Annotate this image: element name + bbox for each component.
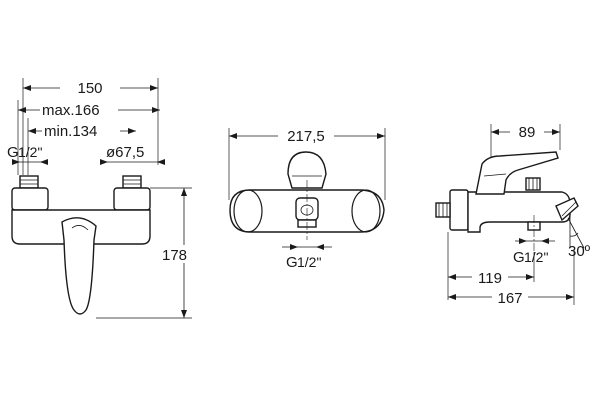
dim-width-217: 217,5: [228, 126, 386, 200]
dim-label-angle: 30º: [568, 243, 591, 260]
left-connectors: [11, 175, 151, 211]
dim-total-167: 167: [448, 250, 575, 307]
dim-diameter: ø67,5: [100, 144, 165, 165]
dim-inner-119: 119: [447, 232, 535, 300]
dim-label-front-width: 217,5: [287, 128, 325, 145]
left-lever: [61, 217, 97, 315]
dim-label-thread-front: G: [286, 254, 298, 271]
dim-label-max: max.166: [42, 102, 100, 119]
dim-label-thread-frac-left: 1/2": [18, 144, 42, 160]
dim-label-height: 178: [162, 247, 187, 264]
dim-label-inner: 119: [478, 270, 502, 287]
dim-thread-front: G 1/2": [282, 244, 332, 271]
dim-label-thread-frac-side: 1/2": [524, 249, 548, 265]
dim-height-178: 178: [96, 187, 194, 319]
side-lever: [475, 151, 559, 195]
dim-thread-left: G 1/2": [7, 144, 48, 165]
side-body: [467, 191, 571, 233]
dim-label-min: min.134: [44, 123, 97, 140]
dim-angle: 30º: [567, 215, 591, 260]
dim-width-150: 150: [22, 78, 159, 175]
dim-label-total: 167: [497, 290, 522, 307]
side-view: 89 G 1/2": [435, 122, 591, 307]
dim-label-thread-left: G: [7, 144, 19, 161]
dim-label-diameter: ø67,5: [106, 144, 144, 161]
dim-label-width: 150: [77, 80, 102, 97]
front-view: 217,5 G 1/2": [228, 126, 386, 271]
dim-thread-side: G 1/2": [513, 238, 555, 266]
dim-label-thread-side: G: [513, 249, 525, 266]
dim-label-thread-frac-front: 1/2": [297, 254, 321, 270]
front-handle: [287, 151, 327, 189]
left-view: 150 max.166 min.134 G 1/2": [7, 78, 194, 319]
dim-min: min.134: [27, 118, 136, 175]
dim-label-side-top: 89: [519, 124, 536, 141]
dim-max: max.166: [17, 100, 160, 175]
